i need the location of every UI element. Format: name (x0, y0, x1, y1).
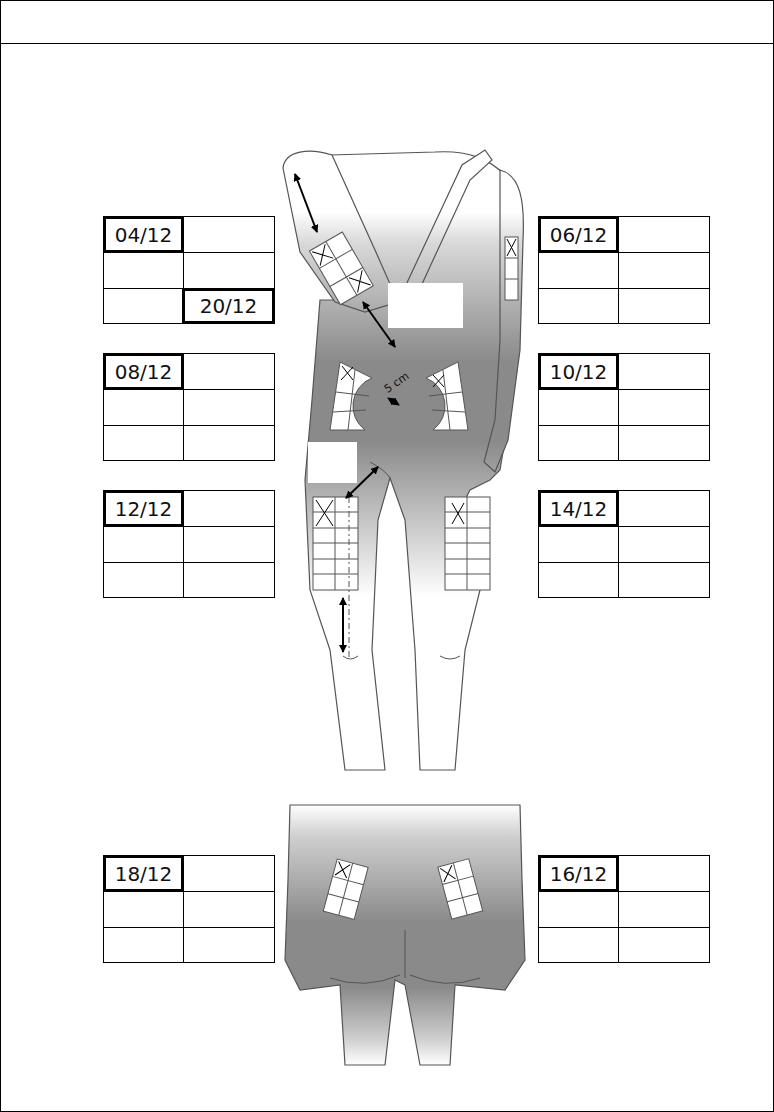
date-cell: 16/12 (538, 855, 619, 892)
date-text: 16/12 (550, 862, 608, 886)
date-text: 04/12 (115, 223, 173, 247)
date-cell: 18/12 (103, 855, 184, 892)
date-cell: 20/12 (182, 288, 275, 324)
date-cell: 06/12 (538, 216, 619, 253)
date-cell: 04/12 (103, 216, 184, 253)
date-cell: 08/12 (103, 353, 184, 390)
date-text: 18/12 (115, 862, 173, 886)
date-text: 12/12 (115, 497, 173, 521)
date-cell: 14/12 (538, 490, 619, 527)
date-text: 14/12 (550, 497, 608, 521)
date-text: 08/12 (115, 360, 173, 384)
date-text: 10/12 (550, 360, 608, 384)
date-text: 06/12 (550, 223, 608, 247)
date-cell: 10/12 (538, 353, 619, 390)
date-cell: 12/12 (103, 490, 184, 527)
date-text: 20/12 (200, 294, 258, 318)
